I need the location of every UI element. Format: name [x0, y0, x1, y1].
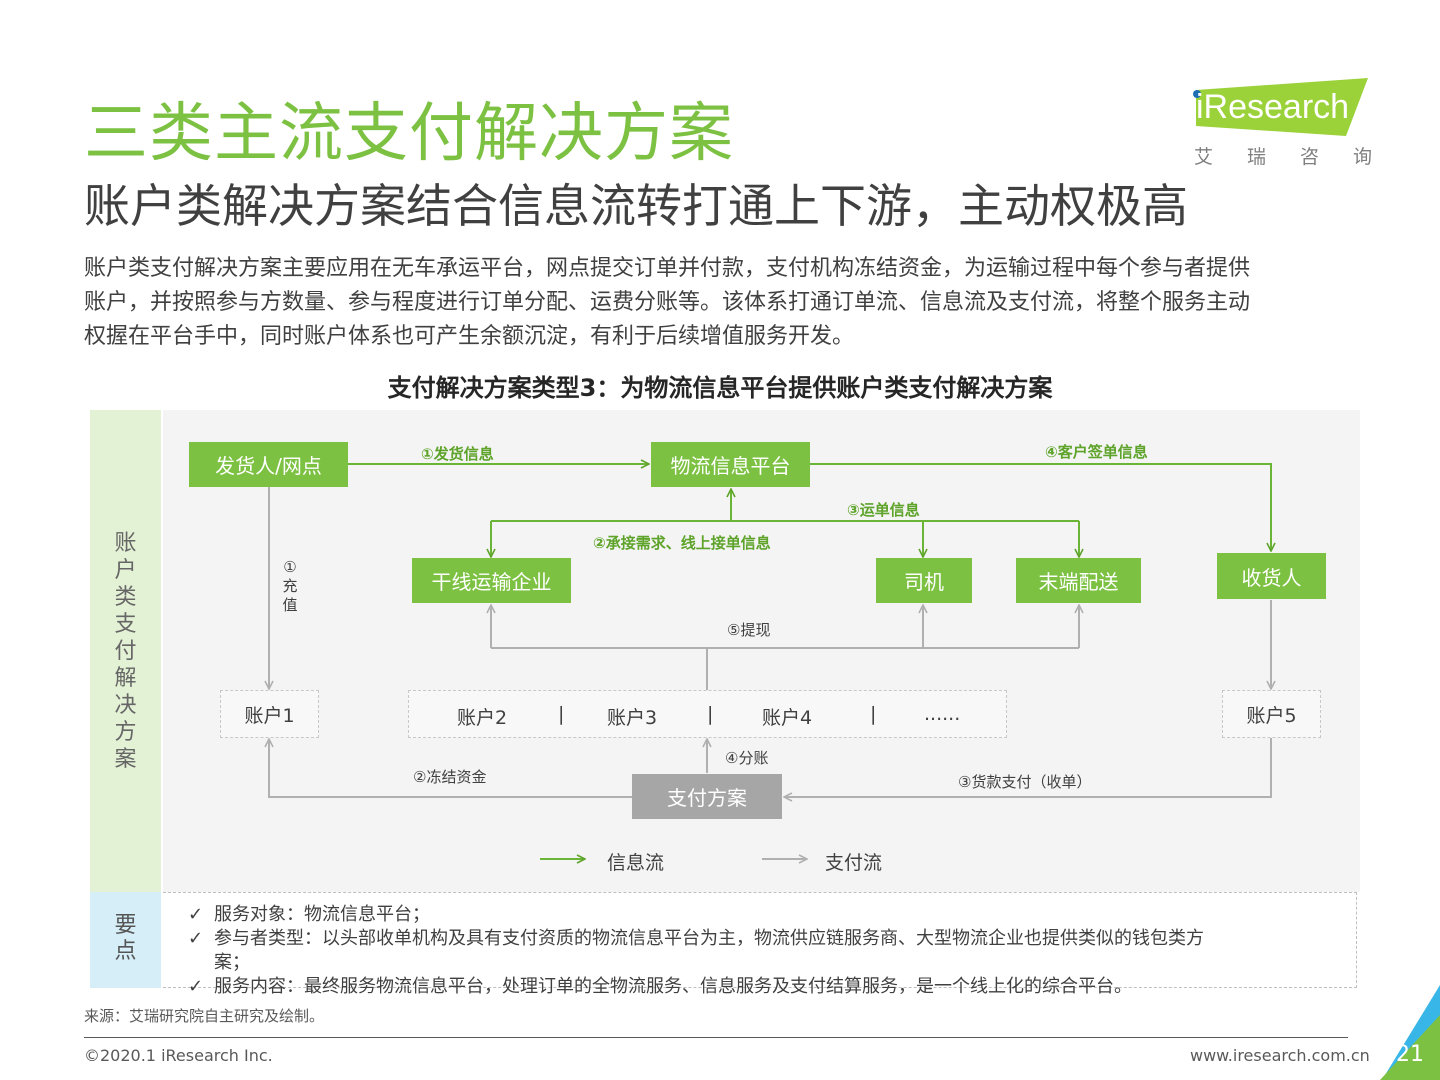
account-separator: |	[707, 703, 714, 725]
key-points-label: 要 点	[90, 913, 161, 965]
node-shipper: 发货人/网点	[189, 442, 348, 487]
website-link[interactable]: www.iresearch.com.cn	[1190, 1046, 1370, 1065]
legend-pay-flow: 支付流	[825, 852, 883, 874]
accounts-group: 账户2 | 账户3 | 账户4 | ......	[408, 690, 1007, 738]
side-label-char: 方	[114, 720, 137, 745]
key-point-text: 案；	[214, 952, 250, 973]
key-point-item: 案；	[188, 951, 250, 975]
key-point-text: 服务内容：最终服务物流信息平台，处理订单的全物流服务、信息服务及支付结算服务，是…	[214, 976, 1132, 997]
side-label-char: 支	[114, 612, 137, 637]
key-point-item: ✓ 服务对象：物流信息平台；	[188, 903, 430, 927]
description-line: 权握在平台手中，同时账户体系也可产生余额沉淀，有利于后续增值服务开发。	[84, 324, 855, 349]
corner-decoration	[1380, 985, 1440, 1080]
account-more: ......	[924, 703, 961, 725]
page-number: 21	[1396, 1042, 1424, 1067]
label-split: ④分账	[725, 749, 769, 767]
side-label-char: 决	[114, 693, 137, 718]
page-subtitle: 账户类解决方案结合信息流转打通上下游，主动权极高	[84, 179, 1188, 233]
side-label-char: 类	[114, 585, 137, 610]
node-platform: 物流信息平台	[651, 442, 810, 487]
label-accept-info: ②承接需求、线上接单信息	[593, 534, 771, 552]
node-trunk: 干线运输企业	[412, 558, 571, 603]
account-5: 账户5	[1222, 690, 1321, 738]
description: 账户类支付解决方案主要应用在无车承运平台，网点提交订单并付款，支付机构冻结资金，…	[84, 252, 1364, 354]
arrow-sign-info	[810, 463, 1271, 551]
copyright: ©2020.1 iResearch Inc.	[84, 1046, 273, 1065]
label-recharge-char: 充	[282, 577, 298, 595]
account-separator: |	[870, 703, 877, 725]
side-label-box	[90, 410, 161, 892]
label-sign-info: ④客户签单信息	[1045, 443, 1148, 461]
footer-divider	[84, 1037, 1348, 1038]
account-3: 账户3	[607, 707, 658, 729]
side-label-char: 账	[114, 531, 137, 556]
label-waybill-info: ③运单信息	[847, 501, 920, 519]
node-payment: 支付方案	[632, 774, 782, 819]
key-point-item: ✓ 参与者类型：以头部收单机构及具有支付资质的物流信息平台为主，物流供应链服务商、…	[188, 927, 1204, 951]
label-recharge: ① 充 值	[282, 558, 298, 615]
label-recharge-char: 值	[282, 596, 298, 614]
label-send-info: ①发货信息	[421, 445, 494, 463]
account-2: 账户2	[457, 707, 508, 729]
arrow-pay-receipt	[784, 737, 1272, 797]
key-point-text: 服务对象：物流信息平台；	[214, 904, 430, 925]
source-note: 来源：艾瑞研究院自主研究及绘制。	[84, 1007, 325, 1025]
page-title: 三类主流支付解决方案	[84, 97, 734, 171]
account-1: 账户1	[220, 690, 319, 738]
key-points-box	[90, 892, 161, 988]
node-delivery: 末端配送	[1016, 558, 1141, 603]
check-icon: ✓	[188, 904, 204, 925]
side-label-char: 解	[114, 666, 137, 691]
label-recharge-char: ①	[283, 558, 297, 576]
account-4: 账户4	[762, 707, 813, 729]
key-points-content	[163, 892, 1357, 988]
key-point-item: ✓ 服务内容：最终服务物流信息平台，处理订单的全物流服务、信息服务及支付结算服务，…	[188, 975, 1132, 999]
key-points-label-char: 要	[114, 913, 137, 938]
account-separator: |	[558, 703, 565, 725]
node-receiver: 收货人	[1217, 553, 1326, 599]
side-label-char: 案	[114, 747, 137, 772]
key-point-text: 参与者类型：以头部收单机构及具有支付资质的物流信息平台为主，物流供应链服务商、大…	[214, 928, 1204, 949]
logo-banner	[1193, 78, 1368, 136]
label-freeze: ②冻结资金	[413, 768, 487, 786]
check-icon: ✓	[188, 928, 204, 949]
logo-text: iResearch	[1196, 88, 1350, 126]
legend-info-flow: 信息流	[607, 852, 665, 874]
key-points-label-char: 点	[114, 939, 137, 964]
side-label-char: 户	[114, 558, 137, 583]
side-label: 账 户 类 支 付 解 决 方 案	[90, 530, 161, 773]
arrow-freeze	[269, 739, 632, 798]
label-pay-receipt: ③货款支付（收单）	[958, 773, 1092, 791]
logo-subtitle: 艾瑞咨询	[1194, 146, 1407, 168]
node-driver: 司机	[876, 558, 972, 603]
description-line: 账户，并按照参与方数量、参与程度进行订单分配、运费分账等。该体系打通订单流、信息…	[84, 290, 1251, 315]
label-withdraw: ⑤提现	[727, 621, 771, 639]
check-icon: ✓	[188, 976, 204, 997]
side-label-char: 付	[114, 639, 137, 664]
description-line: 账户类支付解决方案主要应用在无车承运平台，网点提交订单并付款，支付机构冻结资金，…	[84, 256, 1251, 281]
diagram-title: 支付解决方案类型3：为物流信息平台提供账户类支付解决方案	[387, 374, 1053, 402]
